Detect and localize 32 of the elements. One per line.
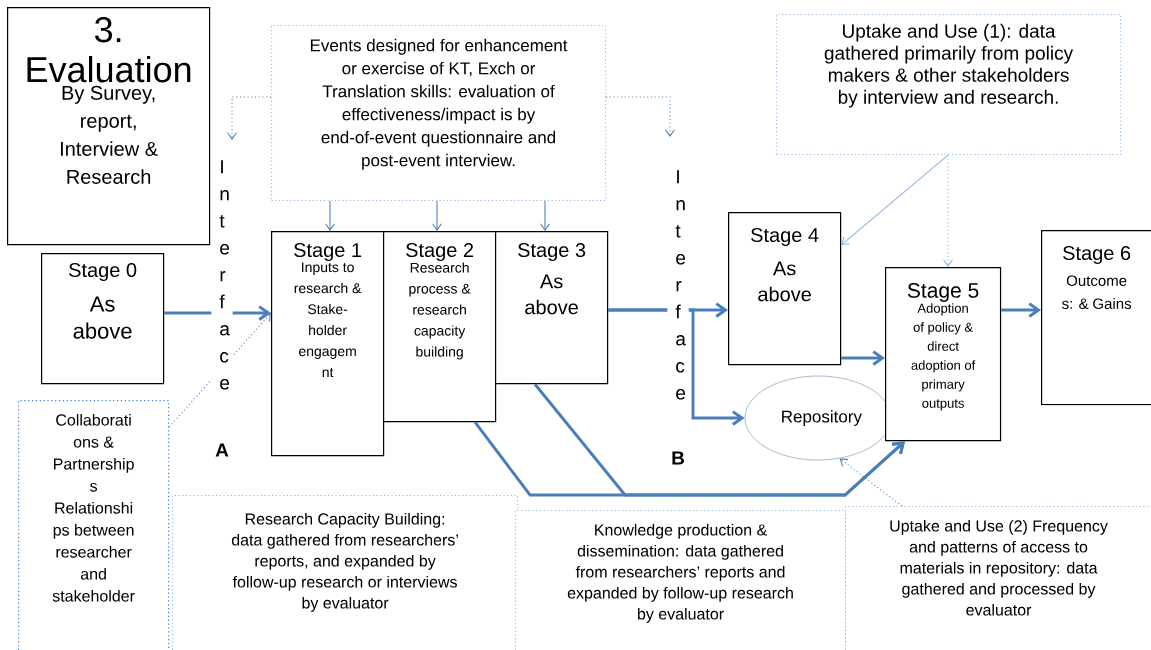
arrow [605, 96, 675, 137]
interface-label: I n t e r f a c e [211, 160, 233, 390]
arrow [168, 313, 271, 428]
note-box: Knowledge production & dissemination: data gathered from researchers’ reports and expanded by follow-up research by evaluator [515, 510, 847, 650]
arrow [540, 200, 550, 231]
stage-box: Stage 2 Research process & research capacity building [383, 231, 497, 423]
interface-letter: A [215, 443, 229, 457]
arrow [839, 458, 903, 507]
arrow [533, 383, 905, 497]
note-box: Uptake and Use (1): data gathered primarily from policy makers & other stakeholders by interview and research. [776, 14, 1122, 156]
arrow [841, 350, 885, 366]
arrow [1001, 302, 1041, 318]
arrow [608, 308, 745, 426]
arrow [943, 154, 953, 267]
stage-box: Stage 3 As above [495, 231, 609, 385]
interface-letter: B [672, 451, 684, 465]
stage-box: Stage 5 Adoption of policy & direct adoption of primary outputs [885, 267, 1002, 442]
stage-box: Stage 6 Outcome s: & Gains [1041, 230, 1151, 406]
arrow [841, 154, 949, 245]
interface-label: I n t e r f a c e [667, 170, 689, 400]
note-box: Research Capacity Building: data gathered from researchers’ reports, and expanded by follow-up research or interviews by evaluator [172, 495, 519, 650]
node-label: Knowledge production & dissemination: data gathered from researchers’ reports and expanded by follow-up research by evaluator [567, 523, 793, 623]
stage-box: Stage 4 As above [728, 212, 842, 366]
note-box: Uptake and Use (2) Frequency and patterns of access to materials in repository: data gathered and processed by evaluator [845, 506, 1151, 650]
stage-box: Stage 1 Inputs to research & Stake- holder engagem nt [271, 231, 385, 457]
arrow [227, 96, 272, 140]
note-box: Collaborati ons & Partnership s Relationshi ps between researcher and stakeholder [18, 400, 170, 650]
evaluation-box: 3. Evaluation By Survey, report, Interview & Research [7, 7, 211, 246]
arrow [325, 200, 335, 231]
stage-box: Stage 0 As above [41, 253, 165, 385]
note-box: Events designed for enhancement or exercise of KT, Exch or Translation skills: evaluation of effectiveness/impact is by end-of-event questionnaire and post-event interview. [271, 25, 607, 201]
arrow [432, 200, 442, 231]
